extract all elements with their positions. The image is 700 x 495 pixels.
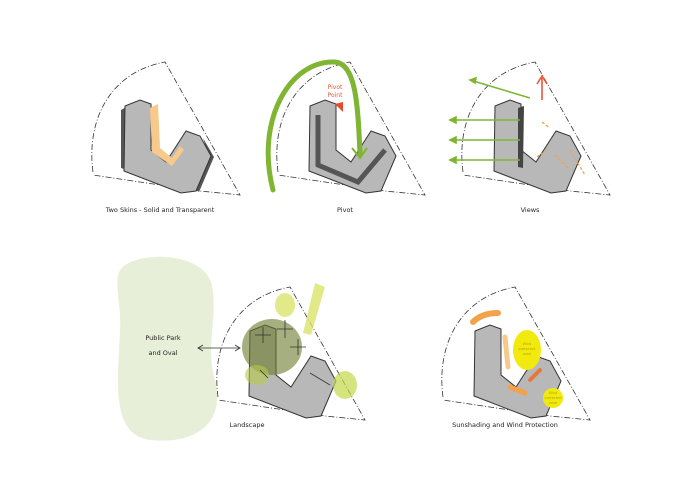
pivot-arrow <box>265 59 363 193</box>
diagram-label: Wind <box>549 391 558 395</box>
panel-pivot: Pivot Point Pivot <box>276 61 426 214</box>
diagram-label: Public Park <box>145 334 181 342</box>
diagram-label: protected <box>545 396 562 400</box>
diagram-label: zone <box>549 401 557 405</box>
diagram-label: and Oval <box>148 349 177 357</box>
diagram-label: Views <box>521 206 540 214</box>
diagram-label: Landscape <box>230 421 265 429</box>
diagram-label: Pivot <box>328 84 343 91</box>
diagram-label: Wind <box>523 342 532 346</box>
wind-protected-zone <box>513 330 541 370</box>
diagram-label: Sunshading and Wind Protection <box>452 421 558 429</box>
diagram-label: zone <box>523 352 531 356</box>
panel-label: Two Skins - Solid and Transparent <box>105 206 215 214</box>
diagram-label: Pivot <box>337 206 353 214</box>
wind-protected-zone <box>543 388 563 408</box>
panel-two-skins: Two Skins - Solid and Transparent <box>91 61 241 214</box>
transparent-skin <box>150 104 184 166</box>
diagram-label: protected <box>519 347 536 351</box>
pivot-point-marker <box>335 102 343 112</box>
public-park-area <box>117 256 218 441</box>
panel-landscape: Landscape <box>216 283 366 429</box>
panel-sunshading: Wind protected zone Wind protected zone … <box>441 286 591 429</box>
panel-views: Views <box>448 61 611 214</box>
diagram-label: Point <box>328 92 344 99</box>
